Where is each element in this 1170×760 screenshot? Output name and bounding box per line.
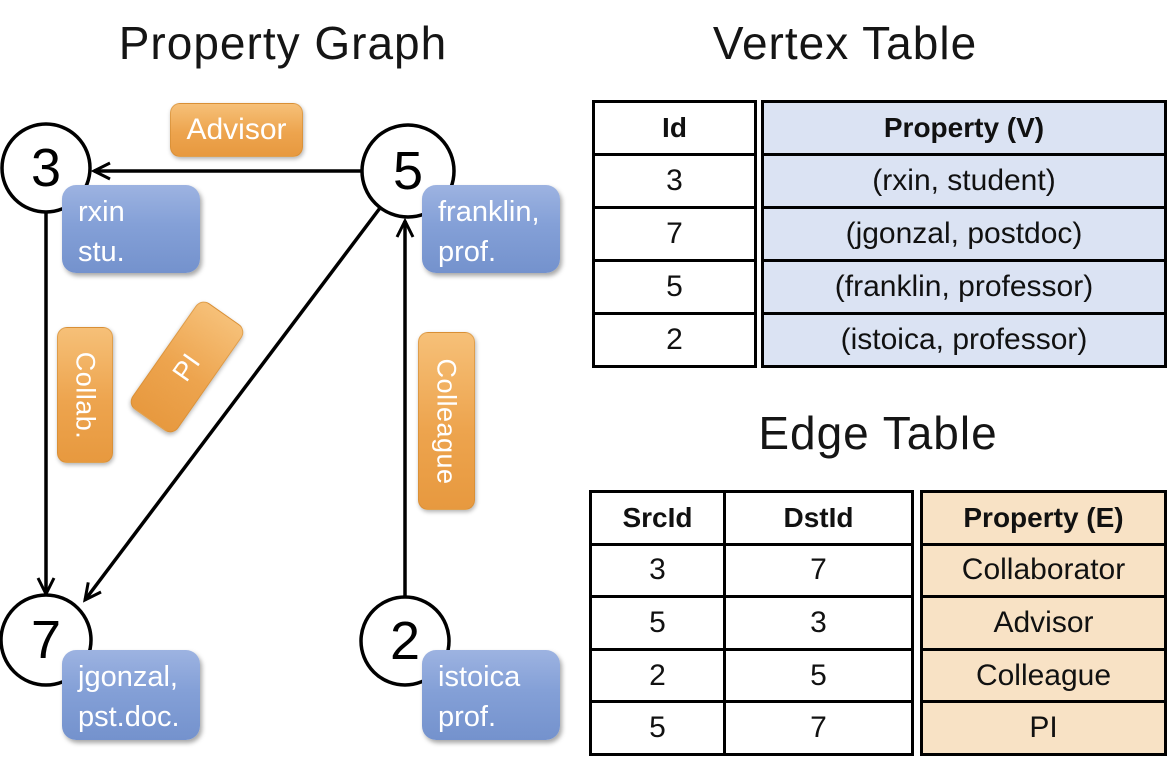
node-7-id: 7 bbox=[30, 610, 62, 670]
vertex-table-property-cell: (istoica, professor) bbox=[764, 312, 1164, 365]
edge-table-property-column: Property (E) Collaborator Advisor Collea… bbox=[920, 490, 1167, 756]
node-5-property-line2: prof. bbox=[438, 236, 497, 269]
edge-label-collab-text: Collab. bbox=[70, 351, 101, 439]
edge-table-dstid-header: DstId bbox=[783, 501, 854, 533]
edge-table-property-cell: Advisor bbox=[923, 595, 1164, 648]
vertex-table-property-column: Property (V) (rxin, student) (jgonzal, p… bbox=[761, 100, 1167, 368]
vertex-table-id-cell: 2 bbox=[595, 312, 754, 365]
vertex-table-id-cell: 5 bbox=[595, 259, 754, 312]
edge-label-colleague: Colleague bbox=[418, 332, 475, 510]
edge-table-row: 5 7 bbox=[592, 700, 911, 753]
vertex-table-id-cell: 7 bbox=[595, 206, 754, 259]
node-7-property-box: jgonzal, pst.doc. bbox=[62, 650, 200, 740]
edge-table-row: 5 3 bbox=[592, 595, 911, 648]
edge-table-row: 2 5 bbox=[592, 647, 911, 701]
vertex-table-property-cell: (jgonzal, postdoc) bbox=[764, 206, 1164, 259]
node-2-property-line1: istoica bbox=[438, 661, 521, 693]
property-graph-title: Property Graph bbox=[118, 17, 448, 69]
node-5-property-line1: franklin, bbox=[438, 196, 540, 228]
node-3-property-line1: rxin bbox=[78, 196, 125, 228]
edge-table-dstid-cell: 7 bbox=[810, 711, 827, 745]
edge-table-property-cell: Collaborator bbox=[923, 542, 1164, 596]
edge-table-dstid-cell: 7 bbox=[810, 553, 827, 587]
node-7-property-line1: jgonzal, bbox=[78, 661, 178, 693]
edge-table-srcid-cell: 2 bbox=[592, 650, 726, 701]
edge-table-srcid-cell: 5 bbox=[592, 703, 726, 753]
node-3-id: 3 bbox=[30, 138, 62, 198]
vertex-table-id-header: Id bbox=[662, 112, 687, 143]
vertex-table-property-cell: (franklin, professor) bbox=[764, 259, 1164, 312]
node-3-property-line2: stu. bbox=[78, 236, 125, 269]
node-2-property-box: istoica prof. bbox=[422, 650, 560, 740]
vertex-table-id-column: Id 3 7 5 2 bbox=[592, 100, 757, 368]
edge-label-collab: Collab. bbox=[57, 327, 113, 463]
vertex-table-property-header: Property (V) bbox=[883, 112, 1045, 143]
edge-label-advisor: Advisor bbox=[170, 103, 303, 157]
edge-table-property-cell: Colleague bbox=[923, 647, 1164, 701]
edge-table-src-dst-columns: SrcId DstId 3 7 5 3 2 5 5 7 bbox=[589, 490, 914, 756]
edge-table-dstid-cell: 3 bbox=[810, 605, 827, 639]
edge-table-title: Edge Table bbox=[758, 407, 998, 459]
edge-table-row: 3 7 bbox=[592, 542, 911, 596]
edge-table-property-cell: PI bbox=[923, 700, 1164, 753]
node-7-property-line2: pst.doc. bbox=[78, 701, 180, 734]
vertex-table-property-cell: (rxin, student) bbox=[764, 153, 1164, 206]
vertex-table-title: Vertex Table bbox=[712, 17, 978, 69]
edge-label-pi-text: PI bbox=[166, 347, 207, 387]
edge-table-srcid-cell: 5 bbox=[592, 598, 726, 648]
vertex-table-id-cell: 3 bbox=[595, 153, 754, 206]
edge-label-advisor-text: Advisor bbox=[186, 113, 287, 146]
node-3-property-box: rxin stu. bbox=[62, 185, 200, 273]
edge-table-srcid-header: SrcId bbox=[592, 493, 726, 543]
edge-label-colleague-text: Colleague bbox=[432, 357, 462, 485]
node-5-property-box: franklin, prof. bbox=[422, 185, 560, 273]
edge-pi-arrow-5-to-7 bbox=[82, 206, 382, 603]
edge-table-srcid-cell: 3 bbox=[592, 545, 726, 596]
node-2-property-line2: prof. bbox=[438, 701, 497, 734]
edge-table-header-row: SrcId DstId bbox=[592, 493, 911, 543]
edge-table-dstid-cell: 5 bbox=[810, 658, 827, 692]
node-2-id: 2 bbox=[389, 611, 421, 671]
node-5-id: 5 bbox=[392, 141, 424, 201]
edge-table-property-header: Property (E) bbox=[963, 501, 1124, 533]
